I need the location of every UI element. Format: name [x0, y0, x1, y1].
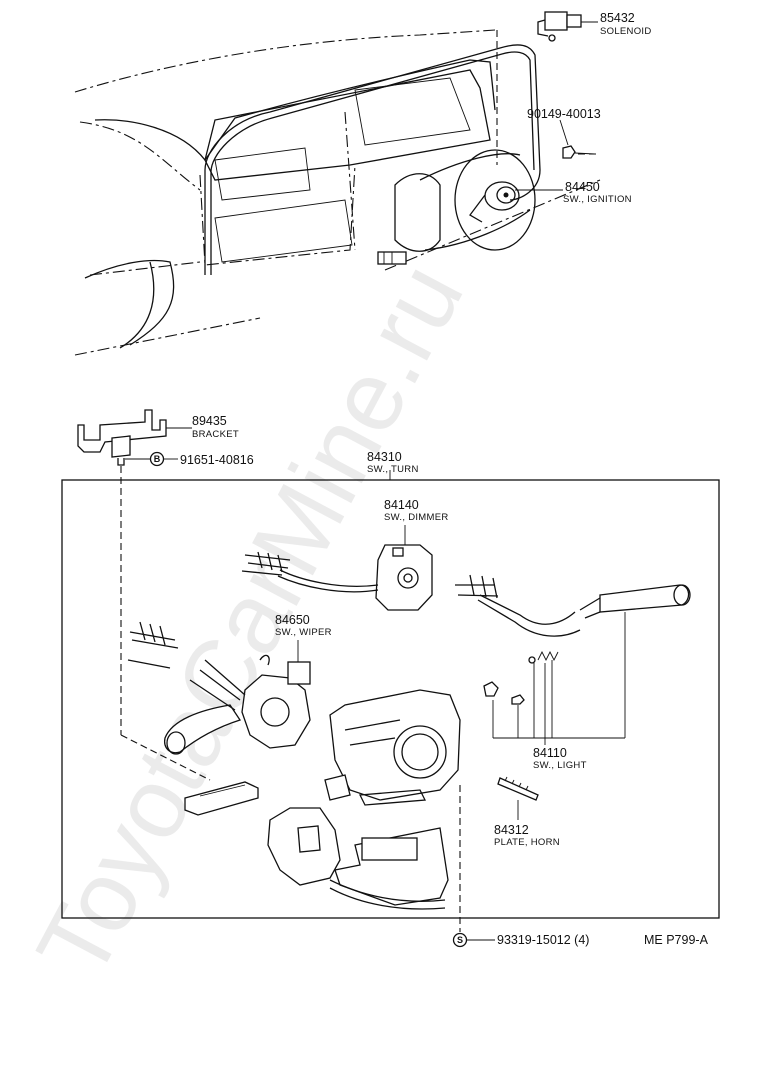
part-name-bracket: BRACKET — [192, 429, 239, 440]
horn-plate-part — [497, 776, 539, 820]
switch-housing-part — [324, 689, 461, 932]
symbol-b: B — [154, 454, 161, 464]
part-name-sw-wiper: SW., WIPER — [275, 627, 332, 638]
part-name-sw-turn: SW., TURN — [367, 464, 419, 475]
s-symbol-icon — [452, 932, 468, 948]
part-name-plate-horn: PLATE, HORN — [494, 837, 560, 848]
label-bolt-90149: 90149-40013 — [527, 107, 601, 146]
part-number-sw-dimmer: 84140 — [384, 498, 419, 512]
wiper-switch-part — [127, 621, 311, 755]
part-name-sw-light: SW., LIGHT — [533, 760, 587, 771]
part-number-sw-turn: 84310 — [367, 450, 402, 464]
label-plate-horn: 84312 PLATE, HORN — [494, 823, 560, 848]
label-screw-91651: B 91651-40816 — [125, 451, 254, 467]
part-number-bolt-90149: 90149-40013 — [527, 107, 601, 121]
label-sw-turn: 84310 SW., TURN — [367, 450, 419, 475]
light-switch-part — [455, 574, 691, 705]
part-name-sw-ignition: SW., IGNITION — [563, 194, 632, 205]
label-sw-wiper: 84650 SW., WIPER — [275, 613, 332, 662]
turn-switch-frame — [61, 470, 720, 919]
connector-part — [120, 734, 259, 816]
label-solenoid: 85432 SOLENOID — [581, 11, 652, 37]
part-name-sw-dimmer: SW., DIMMER — [384, 512, 449, 523]
label-bracket: 89435 BRACKET — [192, 414, 239, 440]
dimmer-switch-part — [241, 544, 433, 611]
part-name-solenoid: SOLENOID — [600, 26, 652, 37]
lower-cover-part — [267, 807, 449, 910]
part-number-screw-91651: 91651-40816 — [180, 453, 254, 467]
b-symbol-icon — [149, 451, 165, 467]
part-number-sw-wiper: 84650 — [275, 613, 310, 627]
reference-code: ME P799-A — [644, 933, 709, 947]
label-sw-light: 84110 SW., LIGHT — [492, 612, 626, 771]
label-sw-ignition: 84450 SW., IGNITION — [515, 180, 632, 205]
part-number-sw-light: 84110 — [533, 746, 567, 760]
symbol-s: S — [457, 935, 463, 945]
label-screw-93319: S 93319-15012 (4) — [452, 932, 589, 948]
part-number-solenoid: 85432 — [600, 11, 635, 25]
bracket-part — [77, 409, 192, 735]
part-number-sw-ignition: 84450 — [565, 180, 600, 194]
part-number-bracket: 89435 — [192, 414, 227, 428]
part-number-screw-93319: 93319-15012 (4) — [497, 933, 589, 947]
label-sw-dimmer: 84140 SW., DIMMER — [384, 498, 449, 545]
dashboard-illustration — [74, 11, 601, 356]
part-number-plate-horn: 84312 — [494, 823, 529, 837]
